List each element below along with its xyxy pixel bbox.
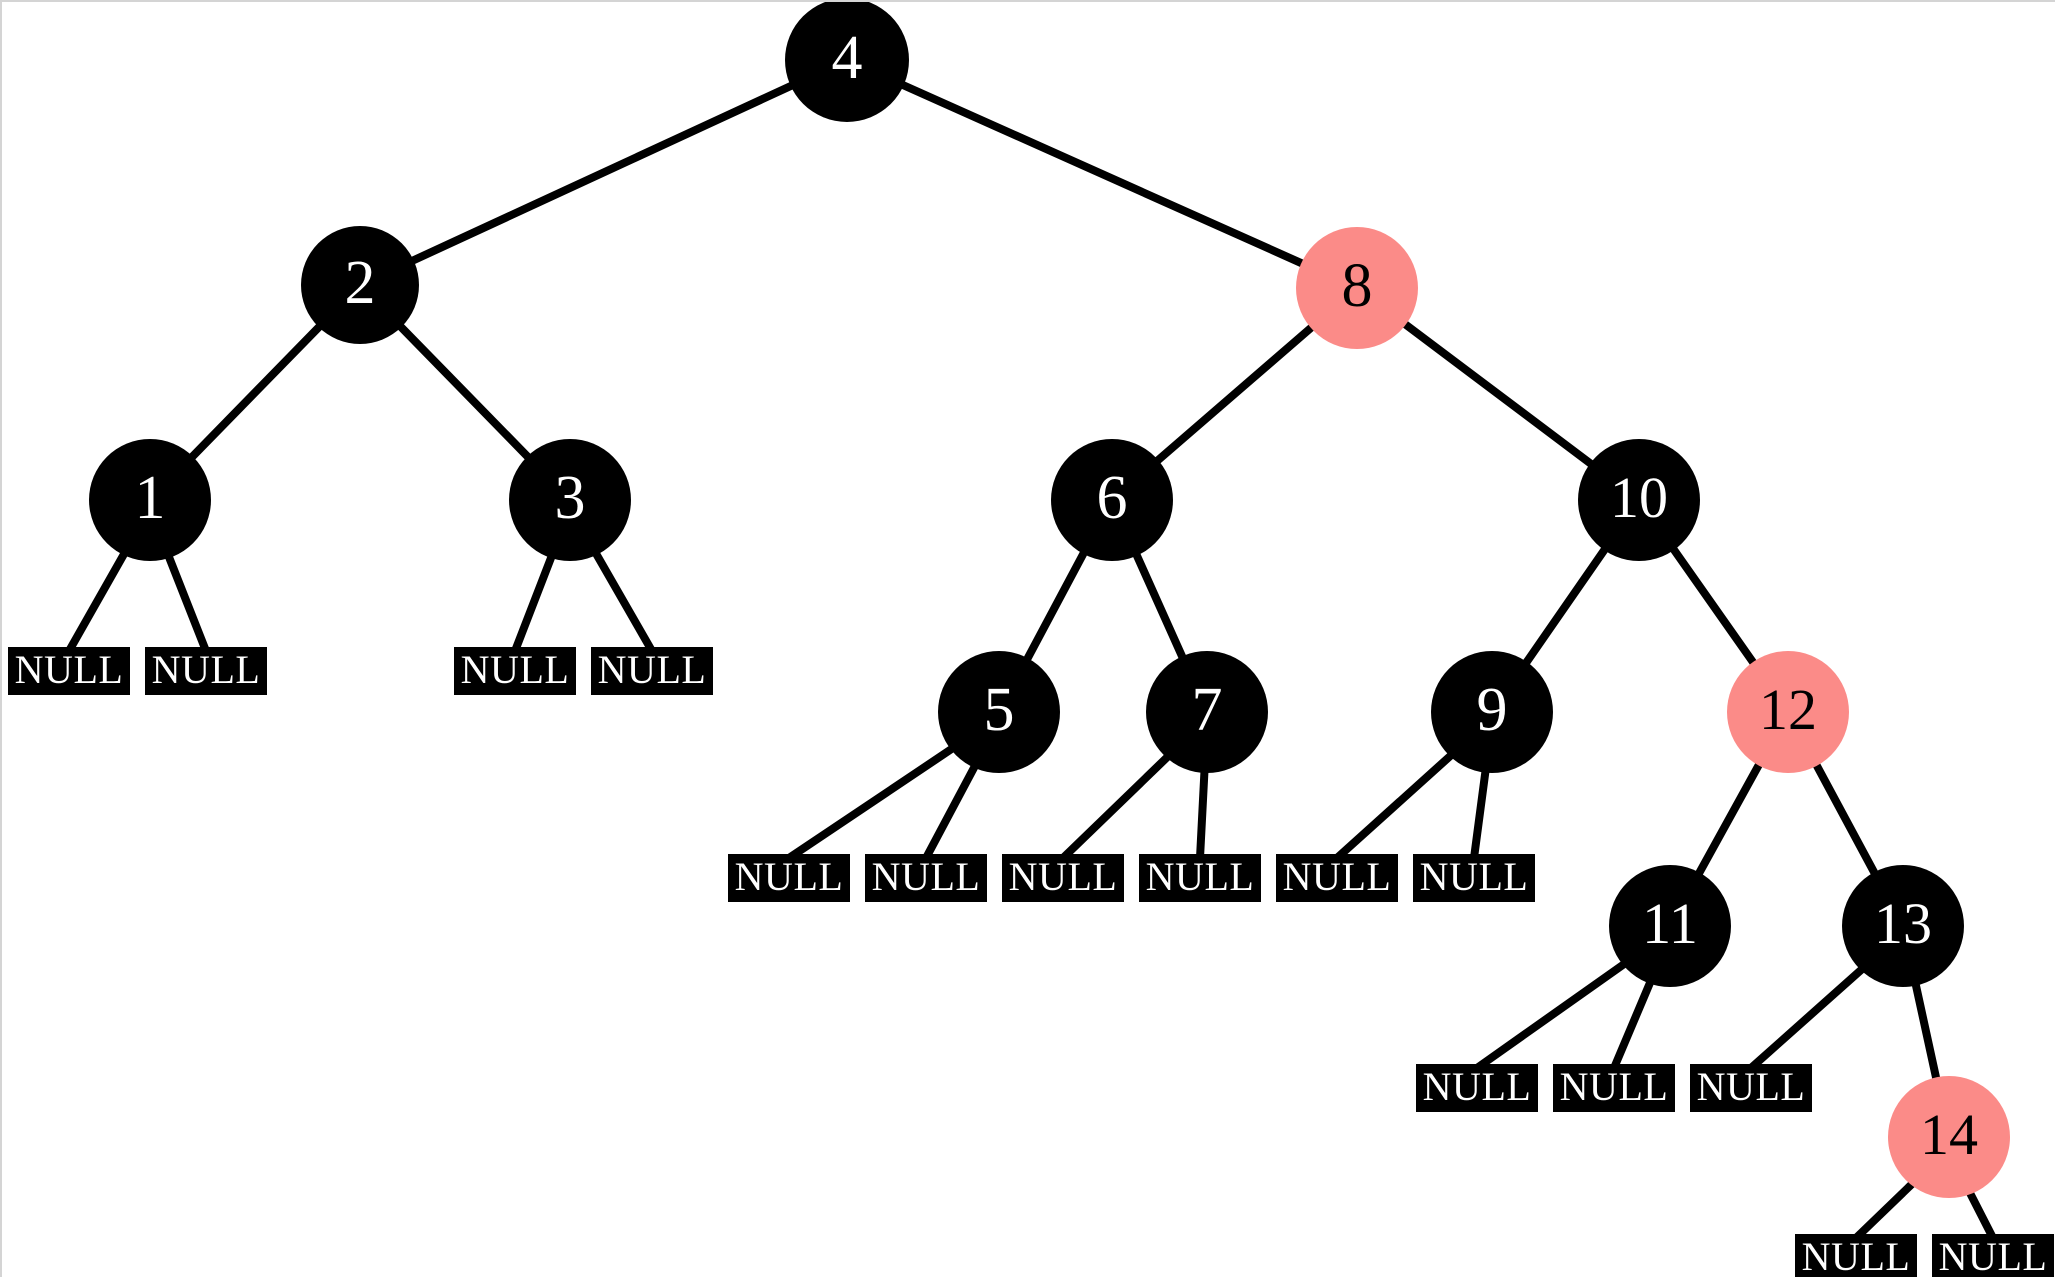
null-leaf-label: NULL — [1419, 854, 1529, 899]
tree-edge — [1519, 541, 1612, 671]
tree-edge — [1470, 762, 1491, 862]
tree-edge — [1396, 317, 1600, 471]
tree-node-label: 2 — [344, 249, 376, 317]
tree-edge — [1333, 748, 1459, 862]
tree-node-label: 5 — [983, 676, 1015, 744]
tree-edge — [1666, 540, 1761, 672]
tree-edge — [1196, 762, 1209, 862]
null-leaf-label: NULL — [1696, 1064, 1806, 1109]
tree-node-label: 1 — [134, 464, 166, 532]
null-leaf-label: NULL — [734, 854, 844, 899]
null-leaf: NULL — [1553, 1064, 1675, 1112]
null-leaf: NULL — [1690, 1064, 1812, 1112]
null-leaf: NULL — [1413, 854, 1535, 902]
tree-edge — [393, 318, 536, 465]
tree-node-3[interactable]: 3 — [509, 439, 631, 561]
null-leaf: NULL — [1139, 854, 1261, 902]
null-leaf: NULL — [1416, 1064, 1538, 1112]
tree-edge — [163, 548, 210, 655]
tree-edge — [184, 318, 327, 465]
null-leaf-label: NULL — [1008, 854, 1118, 899]
tree-node-8[interactable]: 8 — [1296, 227, 1418, 349]
tree-edge — [922, 758, 981, 862]
null-leaf: NULL — [454, 647, 576, 695]
tree-node-13[interactable]: 13 — [1842, 865, 1964, 987]
null-leaf-label: NULL — [1282, 854, 1392, 899]
tree-edge — [1852, 1176, 1920, 1242]
null-leaf-label: NULL — [597, 647, 707, 692]
tree-node-10[interactable]: 10 — [1578, 439, 1700, 561]
tree-edge — [1692, 756, 1766, 882]
tree-edge — [1473, 957, 1632, 1072]
null-leaf-label: NULL — [1559, 1064, 1669, 1109]
tree-edge — [894, 78, 1311, 270]
null-leaf: NULL — [591, 647, 713, 695]
tree-node-6[interactable]: 6 — [1051, 439, 1173, 561]
tree-edge — [589, 545, 656, 655]
null-leaf-label: NULL — [1422, 1064, 1532, 1109]
null-leaf-label: NULL — [151, 647, 261, 692]
null-leaf: NULL — [1276, 854, 1398, 902]
tree-node-4[interactable]: 4 — [785, 2, 909, 122]
tree-node-1[interactable]: 1 — [89, 439, 211, 561]
null-leaf: NULL — [8, 647, 130, 695]
tree-node-label: 4 — [831, 24, 863, 92]
tree-node-12[interactable]: 12 — [1727, 651, 1849, 773]
tree-node-label: 12 — [1759, 677, 1817, 742]
tree-node-14[interactable]: 14 — [1888, 1076, 2010, 1198]
tree-edge — [1059, 749, 1175, 862]
tree-node-label: 8 — [1341, 252, 1373, 320]
null-leaf: NULL — [1795, 1234, 1917, 1277]
tree-node-label: 9 — [1476, 676, 1508, 744]
null-leaf-label: NULL — [1801, 1234, 1911, 1277]
tree-edge — [404, 79, 801, 267]
tree-edge — [1130, 546, 1189, 666]
tree-edge — [511, 548, 558, 655]
tree-node-label: 6 — [1096, 464, 1128, 532]
tree-node-label: 14 — [1920, 1102, 1978, 1167]
tree-edge — [1910, 975, 1942, 1088]
null-leaf: NULL — [1002, 854, 1124, 902]
tree-edge — [785, 742, 960, 862]
tree-edge — [1149, 319, 1320, 469]
tree-edge — [1963, 1184, 1997, 1242]
tree-node-label: 3 — [554, 464, 586, 532]
tree-edge — [1747, 962, 1870, 1072]
null-leaf-label: NULL — [1145, 854, 1255, 899]
tree-edge — [1810, 756, 1881, 882]
null-leaf: NULL — [145, 647, 267, 695]
null-leaf-label: NULL — [460, 647, 570, 692]
null-leaf-label: NULL — [14, 647, 124, 692]
tree-node-5[interactable]: 5 — [938, 651, 1060, 773]
tree-edge — [1610, 973, 1657, 1072]
tree-edge — [1020, 544, 1091, 668]
tree-node-11[interactable]: 11 — [1609, 865, 1731, 987]
tree-node-label: 13 — [1874, 891, 1932, 956]
null-leaf: NULL — [728, 854, 850, 902]
tree-edge — [65, 545, 131, 655]
tree-node-9[interactable]: 9 — [1431, 651, 1553, 773]
tree-node-2[interactable]: 2 — [301, 226, 419, 344]
tree-node-label: 10 — [1610, 465, 1668, 530]
tree-node-label: 11 — [1642, 891, 1698, 956]
null-leaf-label: NULL — [871, 854, 981, 899]
null-leaf: NULL — [1932, 1234, 2054, 1277]
tree-node-label: 7 — [1191, 676, 1223, 744]
null-leaf-label: NULL — [1938, 1234, 2048, 1277]
null-leaf: NULL — [865, 854, 987, 902]
tree-node-7[interactable]: 7 — [1146, 651, 1268, 773]
